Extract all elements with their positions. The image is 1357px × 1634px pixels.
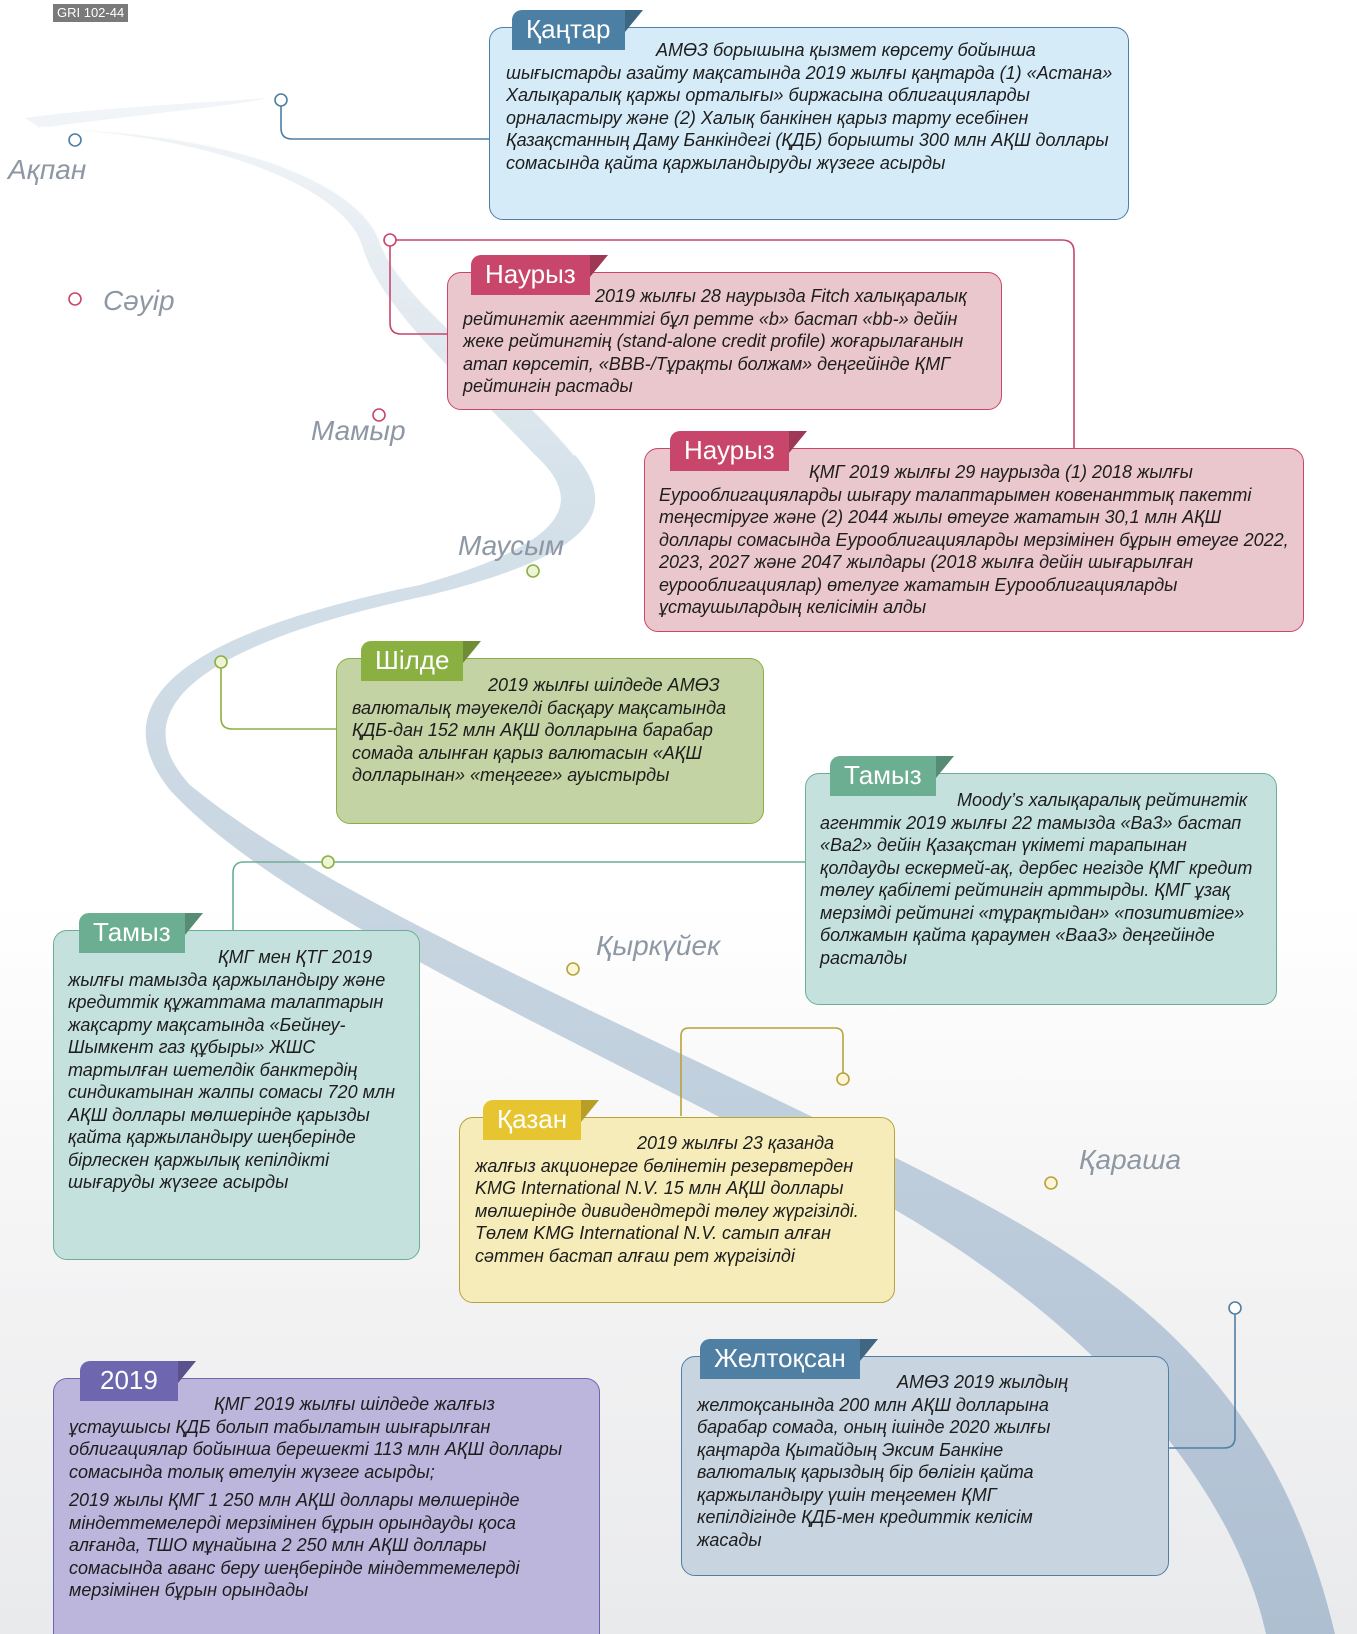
event-card-2019: 2019 ҚМГ 2019 жылғы шілдеде жалғыз ұстау… bbox=[53, 1361, 600, 1634]
event-text-january: АМӨЗ борышына қызмет көрсету бойынша шығ… bbox=[506, 40, 1113, 173]
dot-karasha bbox=[1044, 1176, 1058, 1190]
event-text-august-moodys: Moody’s халықаралық рейтингтік агенттік … bbox=[820, 790, 1253, 968]
event-card-march-fitch: Наурыз 2019 жылғы 28 наурызда Fitch халы… bbox=[447, 255, 1002, 410]
event-text-march-eurobonds: ҚМГ 2019 жылғы 29 наурызда (1) 2018 жылғ… bbox=[659, 462, 1289, 617]
month-label-mamyr: Мамыр bbox=[311, 415, 406, 446]
event-card-january: Қаңтар АМӨЗ борышына қызмет көрсету бойы… bbox=[489, 10, 1129, 220]
month-label-karasha: Қараша bbox=[1079, 1144, 1182, 1175]
connector-mar2 bbox=[390, 239, 1075, 448]
connector-jan bbox=[280, 100, 490, 140]
month-label-akpan: Ақпан bbox=[8, 154, 87, 185]
month-label-mausym: Маусым bbox=[458, 530, 565, 561]
dot-mamyr bbox=[372, 408, 386, 422]
connector-jul bbox=[220, 662, 336, 730]
connector-dec bbox=[1168, 1308, 1236, 1449]
event-tag-2019: 2019 bbox=[80, 1361, 178, 1401]
event-tag-august-moodys: Тамыз bbox=[830, 756, 936, 796]
event-card-october: Қазан 2019 жылғы 23 қазанда жалғыз акцио… bbox=[459, 1100, 895, 1303]
event-card-august-bsgp: Тамыз ҚМГ мен ҚТГ 2019 жылғы тамызда қар… bbox=[53, 913, 420, 1260]
month-label-kyrkuyek: Қыркүйек bbox=[596, 930, 721, 961]
event-tag-january: Қаңтар bbox=[512, 10, 625, 50]
event-text-july: 2019 жылғы шілдеде АМӨЗ валюталық тәуеке… bbox=[352, 675, 727, 785]
dot-kyrkuyek bbox=[566, 962, 580, 976]
event-tag-july: Шілде bbox=[361, 641, 464, 681]
dot-aug bbox=[321, 855, 335, 869]
event-card-december: Желтоқсан АМӨЗ 2019 жылдың желтоқсанында… bbox=[681, 1339, 1169, 1576]
event-card-march-eurobonds: Наурыз ҚМГ 2019 жылғы 29 наурызда (1) 20… bbox=[644, 431, 1304, 632]
event-text-october: 2019 жылғы 23 қазанда жалғыз акционерге … bbox=[475, 1133, 859, 1266]
event-text-march-fitch: 2019 жылғы 28 наурызда Fitch халықаралық… bbox=[463, 286, 967, 396]
event-tag-december: Желтоқсан bbox=[700, 1339, 860, 1379]
event-card-august-moodys: Тамыз Moody’s халықаралық рейтингтік аге… bbox=[805, 756, 1277, 1005]
event-text-december: АМӨЗ 2019 жылдың желтоқсанында 200 млн А… bbox=[697, 1372, 1068, 1550]
dot-jul bbox=[214, 655, 228, 669]
event-tag-october: Қазан bbox=[483, 1100, 582, 1140]
dot-jan bbox=[274, 93, 288, 107]
dot-akpan bbox=[68, 133, 82, 147]
connector-aug2 bbox=[232, 861, 328, 932]
event-text-2019-part2: 2019 жылы ҚМГ 1 250 млн АҚШ доллары мөлш… bbox=[69, 1490, 520, 1600]
event-tag-march-fitch: Наурыз bbox=[471, 255, 590, 295]
road-shape bbox=[25, 98, 1335, 1634]
event-text-2019: ҚМГ 2019 жылғы шілдеде жалғыз ұстаушысы … bbox=[69, 1393, 579, 1602]
event-card-july: Шілде 2019 жылғы шілдеде АМӨЗ валюталық … bbox=[336, 641, 764, 824]
event-tag-august-bsgp: Тамыз bbox=[79, 913, 185, 953]
connector-oct bbox=[680, 1027, 844, 1116]
event-text-2019-part1: ҚМГ 2019 жылғы шілдеде жалғыз ұстаушысы … bbox=[69, 1394, 563, 1482]
dot-mausym bbox=[526, 564, 540, 578]
dot-dec bbox=[1228, 1301, 1242, 1315]
event-tag-march-eurobonds: Наурыз bbox=[670, 431, 789, 471]
month-label-sauir: Сәуір bbox=[103, 285, 175, 316]
dot-oct bbox=[836, 1072, 850, 1086]
dot-sauir bbox=[68, 292, 82, 306]
connector-mar1 bbox=[389, 240, 448, 335]
dot-mar bbox=[383, 233, 397, 247]
gri-badge: GRI 102-44 bbox=[53, 4, 129, 22]
event-text-august-bsgp: ҚМГ мен ҚТГ 2019 жылғы тамызда қаржыланд… bbox=[68, 947, 395, 1192]
